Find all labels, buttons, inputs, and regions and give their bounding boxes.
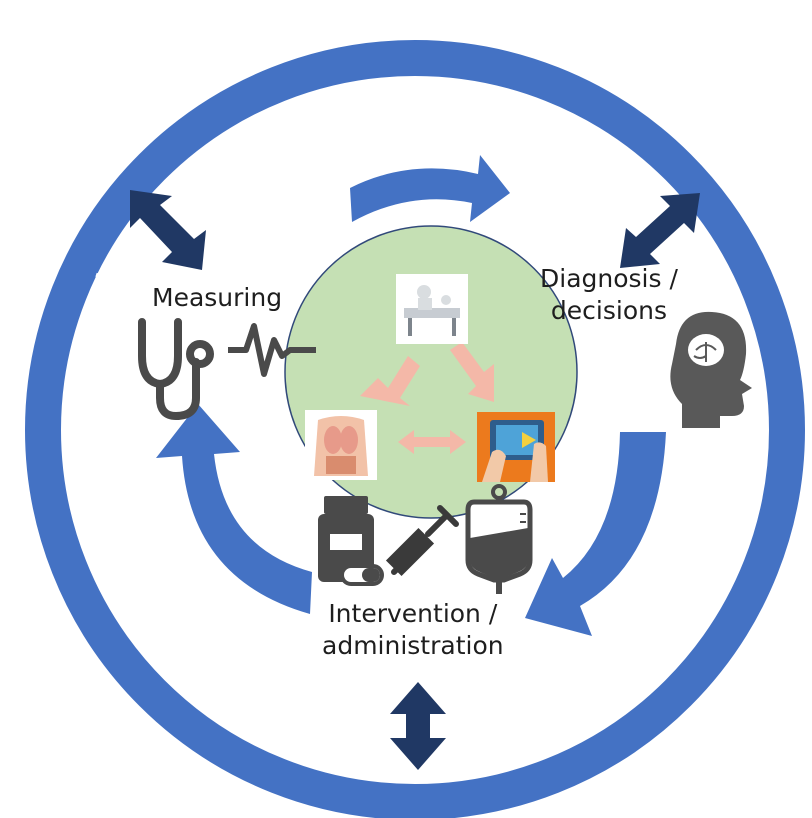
brain-head-icon bbox=[670, 311, 752, 428]
cycle-arrow-left bbox=[156, 404, 312, 614]
cycle-arrow-right bbox=[525, 432, 666, 636]
iv-bag-icon bbox=[465, 484, 533, 594]
measuring-label: Measuring bbox=[152, 283, 283, 312]
inner-arrow-bottom bbox=[398, 430, 466, 454]
stage-label-measuring: Measuring bbox=[152, 282, 282, 314]
tablet-hand-icon bbox=[477, 412, 555, 482]
anatomy-torso-icon bbox=[305, 410, 377, 480]
stage-label-diagnosis: Diagnosis / decisions bbox=[540, 263, 678, 327]
diagnosis-line-2: decisions bbox=[550, 296, 667, 325]
inner-arrow-right bbox=[450, 342, 494, 402]
diagnosis-line-1: Diagnosis / bbox=[540, 264, 678, 293]
pill-bottle-icon bbox=[318, 496, 384, 586]
double-arrow-intervention bbox=[390, 682, 446, 770]
syringe-icon bbox=[385, 505, 459, 577]
outer-data-ring bbox=[25, 40, 805, 818]
stage-label-intervention: Intervention / administration bbox=[322, 598, 504, 662]
pulse-icon bbox=[228, 323, 316, 377]
double-arrow-measuring bbox=[130, 190, 206, 270]
stethoscope-icon bbox=[138, 318, 214, 421]
double-arrow-diagnosis bbox=[620, 193, 700, 268]
patient-bed-icon bbox=[396, 274, 468, 344]
inner-arrow-left bbox=[360, 356, 420, 406]
intervention-line-1: Intervention / bbox=[328, 599, 498, 628]
intervention-line-2: administration bbox=[322, 631, 504, 660]
cycle-arrow-top bbox=[350, 155, 510, 222]
